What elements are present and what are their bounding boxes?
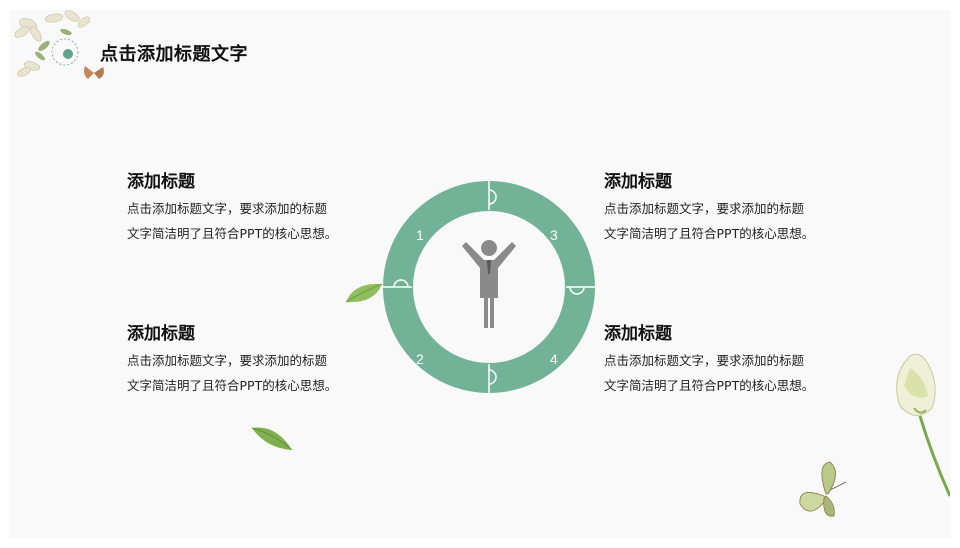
segment-number-4: 4	[550, 351, 558, 367]
person-arms-raised-icon	[462, 240, 516, 328]
feature-text-line-1: 点击添加标题文字，要求添加的标题	[604, 201, 805, 216]
feature-block-4: 添加标题 点击添加标题文字，要求添加的标题 文字简洁明了且符合PPT的核心思想。	[604, 322, 864, 398]
butterfly-icon	[84, 66, 104, 79]
feature-heading: 添加标题	[604, 324, 672, 344]
leaf-icon	[345, 283, 383, 303]
page-title: 点击添加标题文字	[100, 44, 248, 65]
puzzle-ring: 1 3 2 4	[382, 180, 596, 394]
leaf-icon	[251, 427, 293, 451]
feature-text-line-2: 文字简洁明了且符合PPT的核心思想。	[127, 226, 338, 241]
flower-icon	[14, 10, 91, 77]
slide-canvas: 点击添加标题文字 添加标题 点击添加标题文字，要求添加的标题 文字简洁明了且符合…	[10, 10, 950, 538]
feature-text-line-2: 文字简洁明了且符合PPT的核心思想。	[604, 226, 815, 241]
feature-text-line-1: 点击添加标题文字，要求添加的标题	[127, 353, 328, 368]
butterfly-icon	[799, 461, 847, 517]
lily-flower-icon	[896, 353, 950, 497]
feature-block-1: 添加标题 点击添加标题文字，要求添加的标题 文字简洁明了且符合PPT的核心思想。	[127, 170, 387, 246]
segment-number-2: 2	[416, 351, 424, 367]
feature-text-line-1: 点击添加标题文字，要求添加的标题	[127, 201, 328, 216]
feature-text-line-1: 点击添加标题文字，要求添加的标题	[604, 353, 805, 368]
feature-heading: 添加标题	[604, 172, 672, 192]
segment-number-1: 1	[416, 227, 424, 243]
feature-heading: 添加标题	[127, 324, 195, 344]
feature-text-line-2: 文字简洁明了且符合PPT的核心思想。	[127, 378, 338, 393]
feature-heading: 添加标题	[127, 172, 195, 192]
feature-text-line-2: 文字简洁明了且符合PPT的核心思想。	[604, 378, 815, 393]
feature-block-2: 添加标题 点击添加标题文字，要求添加的标题 文字简洁明了且符合PPT的核心思想。	[604, 170, 864, 246]
segment-number-3: 3	[550, 227, 558, 243]
feature-block-3: 添加标题 点击添加标题文字，要求添加的标题 文字简洁明了且符合PPT的核心思想。	[127, 322, 387, 398]
